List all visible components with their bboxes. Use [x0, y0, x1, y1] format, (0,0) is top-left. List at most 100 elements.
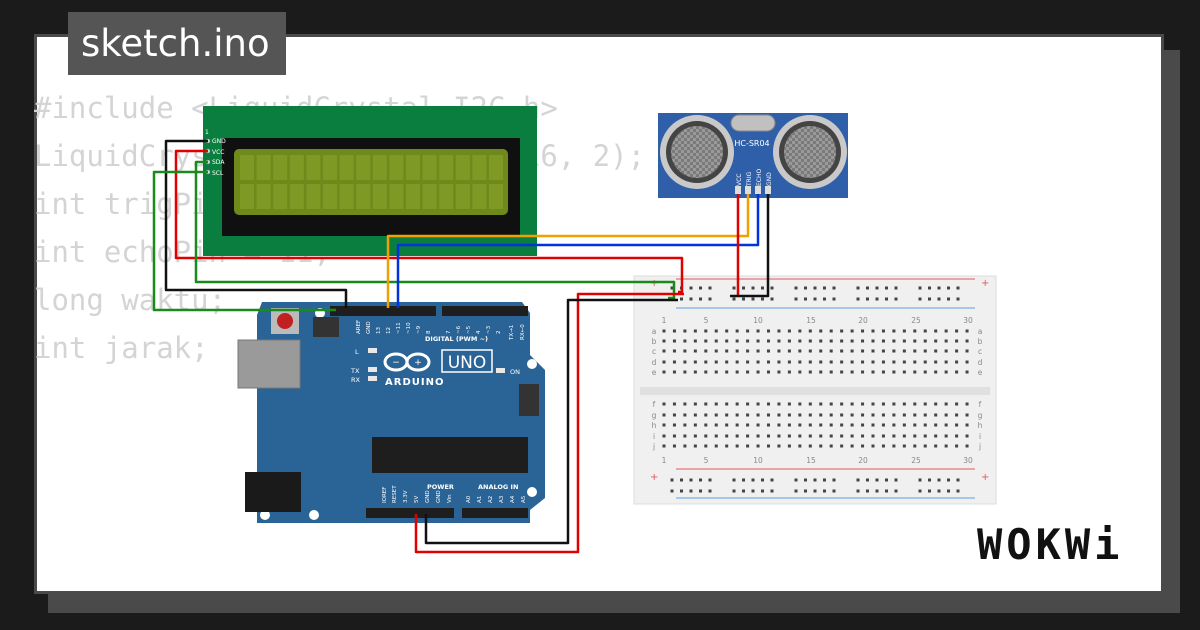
breadboard-hole[interactable] — [913, 402, 917, 406]
breadboard-hole[interactable] — [704, 339, 708, 343]
breadboard-hole[interactable] — [787, 339, 791, 343]
breadboard-hole[interactable] — [680, 489, 683, 493]
breadboard-hole[interactable] — [823, 297, 826, 301]
breadboard-hole[interactable] — [683, 349, 687, 353]
breadboard-hole[interactable] — [892, 402, 896, 406]
breadboard-hole[interactable] — [813, 286, 817, 290]
breadboard-hole[interactable] — [767, 339, 770, 343]
breadboard-hole[interactable] — [787, 434, 791, 438]
breadboard-hole[interactable] — [804, 478, 807, 482]
breadboard-hole[interactable] — [714, 339, 718, 343]
breadboard-hole[interactable] — [894, 478, 898, 482]
breadboard-hole[interactable] — [787, 423, 791, 427]
breadboard-hole[interactable] — [840, 329, 844, 333]
breadboard-hole[interactable] — [746, 444, 750, 448]
breadboard-hole[interactable] — [683, 434, 687, 438]
breadboard-hole[interactable] — [956, 489, 960, 493]
breadboard-hole[interactable] — [823, 489, 826, 493]
breadboard-hole[interactable] — [756, 434, 760, 438]
breadboard-hole[interactable] — [672, 413, 676, 417]
breadboard-hole[interactable] — [965, 370, 969, 374]
breadboard-hole[interactable] — [813, 489, 817, 493]
breadboard-hole[interactable] — [662, 329, 666, 333]
breadboard-hole[interactable] — [725, 413, 729, 417]
breadboard-hole[interactable] — [704, 349, 708, 353]
breadboard-hole[interactable] — [892, 370, 896, 374]
breadboard-hole[interactable] — [683, 402, 687, 406]
breadboard-hole[interactable] — [808, 349, 812, 353]
breadboard-hole[interactable] — [767, 360, 770, 364]
breadboard-hole[interactable] — [892, 444, 896, 448]
breadboard-hole[interactable] — [794, 297, 798, 301]
breadboard-hole[interactable] — [881, 423, 885, 427]
breadboard-hole[interactable] — [693, 360, 697, 364]
breadboard-hole[interactable] — [829, 413, 833, 417]
breadboard-hole[interactable] — [881, 370, 885, 374]
breadboard-hole[interactable] — [850, 423, 854, 427]
breadboard-hole[interactable] — [881, 349, 885, 353]
breadboard-hole[interactable] — [742, 478, 745, 482]
breadboard-hole[interactable] — [892, 329, 896, 333]
breadboard-hole[interactable] — [829, 370, 833, 374]
breadboard-hole[interactable] — [955, 360, 959, 364]
breadboard-hole[interactable] — [787, 402, 791, 406]
breadboard-hole[interactable] — [881, 329, 885, 333]
breadboard-hole[interactable] — [823, 478, 826, 482]
breadboard-hole[interactable] — [840, 370, 844, 374]
breadboard-hole[interactable] — [708, 489, 712, 493]
breadboard-hole[interactable] — [965, 349, 969, 353]
breadboard-hole[interactable] — [944, 339, 948, 343]
breadboard-hole[interactable] — [732, 297, 736, 301]
breadboard-hole[interactable] — [892, 360, 896, 364]
breadboard-hole[interactable] — [832, 489, 836, 493]
breadboard-hole[interactable] — [928, 297, 931, 301]
breadboard-hole[interactable] — [662, 423, 666, 427]
breadboard-hole[interactable] — [704, 329, 708, 333]
breadboard-hole[interactable] — [683, 370, 687, 374]
breadboard-hole[interactable] — [808, 434, 812, 438]
breadboard-hole[interactable] — [934, 370, 938, 374]
breadboard-hole[interactable] — [813, 478, 817, 482]
breadboard-hole[interactable] — [672, 370, 676, 374]
breadboard-hole[interactable] — [662, 349, 666, 353]
breadboard-hole[interactable] — [892, 339, 896, 343]
breadboard-hole[interactable] — [672, 360, 676, 364]
breadboard-hole[interactable] — [689, 478, 693, 482]
breadboard-hole[interactable] — [913, 423, 917, 427]
breadboard-hole[interactable] — [770, 297, 774, 301]
breadboard-hole[interactable] — [693, 339, 697, 343]
breadboard-hole[interactable] — [777, 370, 781, 374]
breadboard-hole[interactable] — [746, 413, 750, 417]
breadboard-hole[interactable] — [680, 478, 683, 482]
breadboard-hole[interactable] — [944, 444, 948, 448]
breadboard-hole[interactable] — [934, 444, 938, 448]
breadboard-hole[interactable] — [832, 478, 836, 482]
sensor-pin[interactable] — [745, 186, 751, 194]
breadboard-hole[interactable] — [693, 423, 697, 427]
breadboard-hole[interactable] — [798, 444, 802, 448]
breadboard-hole[interactable] — [829, 329, 833, 333]
breadboard-hole[interactable] — [704, 360, 708, 364]
breadboard-hole[interactable] — [683, 360, 687, 364]
breadboard-hole[interactable] — [894, 286, 898, 290]
breadboard-hole[interactable] — [819, 434, 823, 438]
breadboard-hole[interactable] — [699, 286, 702, 290]
breadboard-hole[interactable] — [704, 370, 708, 374]
breadboard-hole[interactable] — [813, 297, 817, 301]
breadboard-hole[interactable] — [767, 423, 770, 427]
breadboard-hole[interactable] — [871, 360, 875, 364]
breadboard-hole[interactable] — [756, 413, 760, 417]
breadboard-hole[interactable] — [725, 444, 729, 448]
breadboard-hole[interactable] — [819, 413, 823, 417]
breadboard-hole[interactable] — [881, 444, 885, 448]
breadboard-hole[interactable] — [928, 478, 931, 482]
breadboard-hole[interactable] — [829, 349, 833, 353]
breadboard-hole[interactable] — [944, 329, 948, 333]
breadboard-hole[interactable] — [918, 478, 922, 482]
wire-5v-rail[interactable] — [414, 292, 684, 554]
breadboard-hole[interactable] — [923, 349, 927, 353]
breadboard-hole[interactable] — [742, 286, 745, 290]
breadboard-hole[interactable] — [856, 297, 860, 301]
breadboard-hole[interactable] — [850, 329, 854, 333]
breadboard-hole[interactable] — [777, 339, 781, 343]
